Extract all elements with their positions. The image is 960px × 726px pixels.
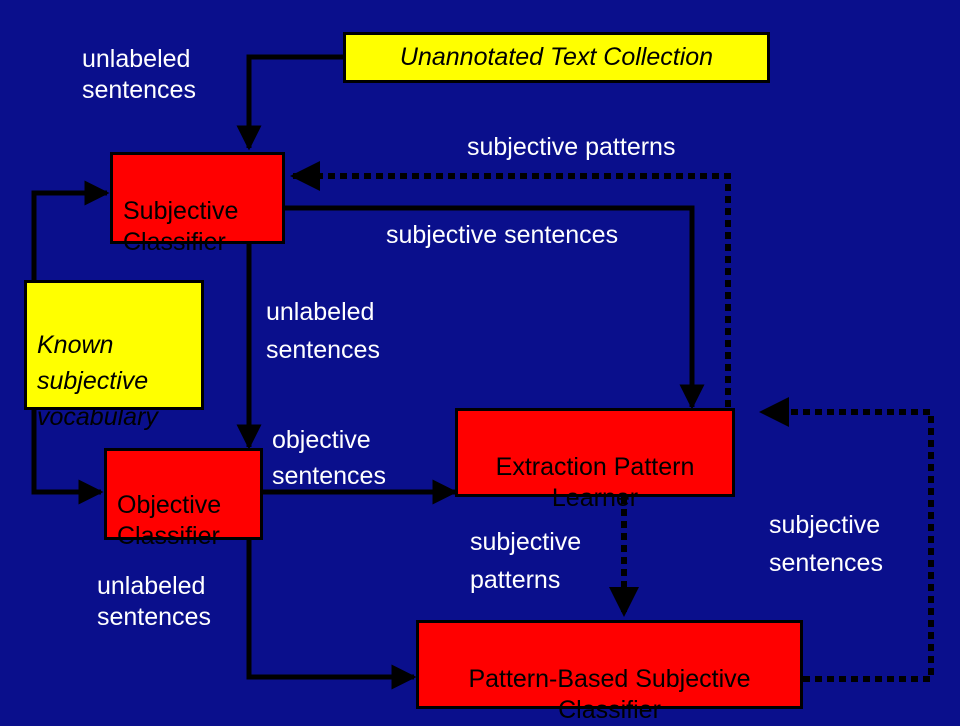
known-subjective-vocabulary-box: Known subjective vocabulary [24,280,204,431]
edge-label-unlabeled-sentences-top: unlabeled sentences [82,45,196,104]
objective-classifier-box: Objective Classifier [104,448,263,550]
edge-label-unlabeled-sentences-bottom: unlabeled sentences [97,572,211,631]
subjective-classifier-label: Subjective Classifier [123,197,239,256]
unannotated-text-collection-label: Unannotated Text Collection [399,43,714,71]
extraction-pattern-learner-box: Extraction Pattern Learner [455,408,735,512]
edge-label-objective-sentences: objective sentences [272,426,386,490]
dashed-arrow-pattern-based-to-learner [759,397,934,682]
edge-label-subjective-patterns-bottom: subjective patterns [470,528,582,594]
edge-label-subjective-sentences-right: subjective sentences [769,511,883,577]
pattern-based-subjective-classifier-box: Pattern-Based Subjective Classifier [416,620,803,724]
arrow-vocab-to-subjective [31,180,110,280]
arrow-objective-to-pattern-based [246,540,417,690]
edge-label-subjective-patterns-top: subjective patterns [467,133,676,161]
edge-label-subjective-sentences-mid: subjective sentences [386,221,619,249]
arrow-subjective-to-learner [285,205,705,410]
unannotated-text-collection-box: Unannotated Text Collection [343,32,770,83]
objective-classifier-label: Objective Classifier [117,491,222,550]
arrow-collection-to-subjective [236,54,343,151]
extraction-pattern-learner-label: Extraction Pattern Learner [495,453,695,512]
edge-label-unlabeled-sentences-mid: unlabeled sentences [266,298,380,364]
known-subjective-vocabulary-label: Known subjective vocabulary [37,331,158,431]
pattern-based-subjective-classifier-label: Pattern-Based Subjective Classifier [468,665,751,724]
dashed-arrow-learner-to-subjective [290,161,731,407]
subjective-classifier-box: Subjective Classifier [110,152,285,256]
arrow-vocab-to-objective [31,410,104,505]
